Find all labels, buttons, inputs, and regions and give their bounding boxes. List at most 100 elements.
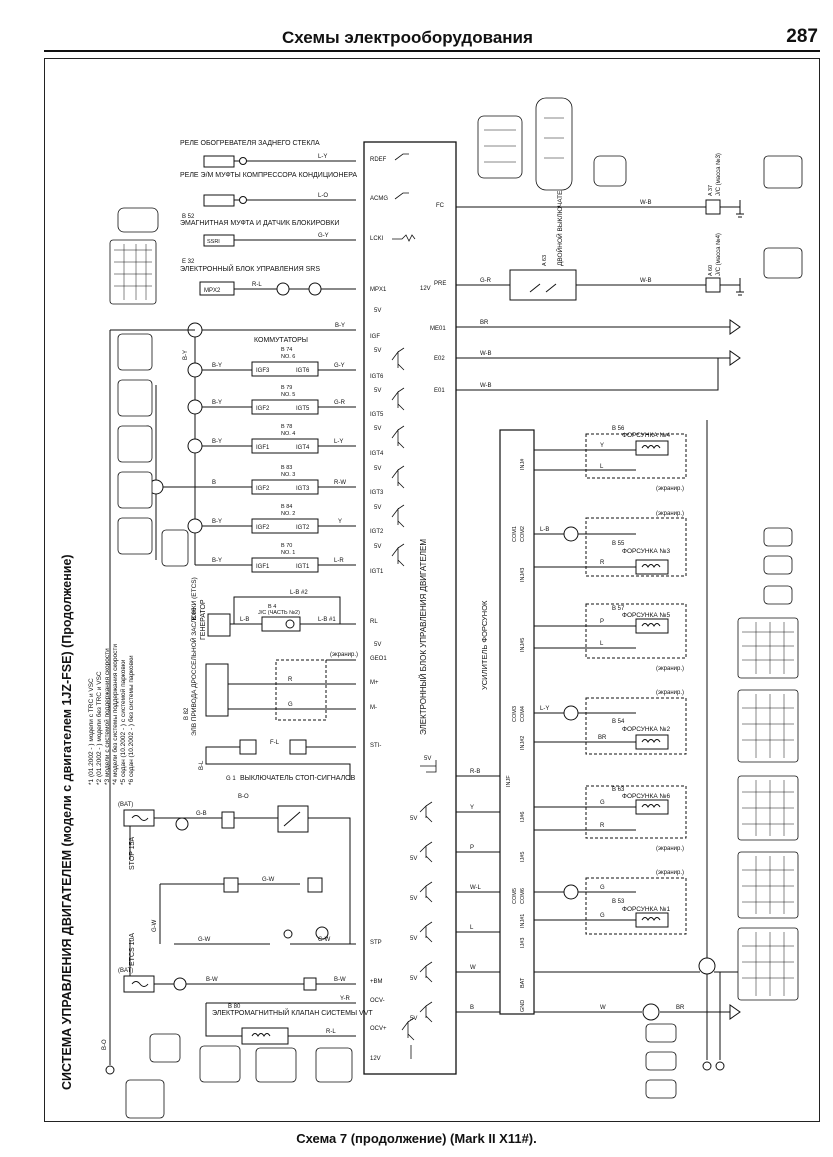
pin-label: IGT6: [370, 374, 384, 380]
pin-label: INJ#3: [520, 568, 526, 582]
shield-label: (экранир.): [656, 666, 684, 672]
wire-label: B-Y: [183, 350, 189, 360]
ref-a60: A 60: [708, 265, 714, 276]
pin-label: IJ#3: [520, 938, 526, 948]
wire-label: G-W: [152, 919, 158, 932]
wire-label: Y-R: [340, 996, 350, 1002]
wire-label: W-B: [480, 383, 492, 389]
pin-label: INJ#1: [520, 914, 526, 928]
pin-label: IJ#5: [520, 852, 526, 862]
injector-4: B 56 ФОРСУНКА №4 Y L (экранир.): [534, 426, 687, 492]
injector-name: ФОРСУНКА №6: [622, 793, 670, 800]
injector-ref: B 57: [612, 606, 625, 612]
voltage-label: 5V: [424, 756, 431, 762]
wire-label: R-W: [334, 480, 346, 486]
voltage-label: 5V: [410, 856, 417, 862]
igniter-ref: B 70: [281, 543, 292, 549]
pin-label: SSRI: [207, 239, 220, 245]
jc-mass3: J/C (масса №3): [715, 153, 722, 196]
wire-label: L-B #1: [318, 617, 336, 623]
sw-ref: A 63: [542, 255, 548, 266]
wire-label: G-R: [334, 400, 346, 406]
pin-label: IGT4: [370, 451, 384, 457]
lockup-clutch: SSRI B 52 ЭМАГНИТНАЯ МУФТА И ДАТЧИК БЛОК…: [180, 214, 356, 247]
wire-label: W-L: [470, 885, 482, 891]
igniter-ref: B 83: [281, 465, 292, 471]
wire-label: W-B: [480, 351, 492, 357]
pin-label: IGF: [370, 334, 380, 340]
wire-label: R-L: [326, 1029, 336, 1035]
wire-label: Y: [470, 805, 474, 811]
pin-label: BAT: [520, 977, 526, 988]
ecu-block: [363, 141, 457, 1075]
igniter-ref: B 84: [281, 504, 292, 510]
injector-ref: B 53: [612, 899, 625, 905]
page-title: Схемы электрооборудования: [282, 28, 533, 47]
injector-ref: B 55: [612, 541, 625, 547]
wire-label: BR: [676, 1005, 685, 1011]
wire-label: L-O: [318, 193, 328, 199]
fuse-bat: (BAT): [118, 802, 133, 808]
wire-label: Y: [338, 519, 342, 525]
pin-label: IGF2: [256, 406, 270, 412]
pin-label: IJ#6: [520, 812, 526, 822]
igniter-no: NO. 4: [281, 431, 295, 437]
voltage-label: 5V: [410, 1016, 417, 1022]
pin-label: IGT5: [296, 406, 310, 412]
wire-label: R-L: [252, 282, 262, 288]
voltage-label: 5V: [374, 308, 381, 314]
igniter-4: B 78 NO. 4 IGF1 IGT4 L-Y B-Y: [202, 424, 356, 454]
jc-ref: B 4: [268, 604, 276, 610]
injector-2: B 54 ФОРСУНКА №2 L-Y BR (экранир.): [534, 690, 687, 755]
wire-label: G-R: [480, 278, 492, 284]
wire-label: B-Y: [212, 400, 222, 406]
ecu-label: ЭЛЕКТРОННЫЙ БЛОК УПРАВЛЕНИЯ ДВИГАТЕЛЕМ: [419, 539, 428, 735]
pin-label: IGT5: [370, 412, 384, 418]
voltage-label: 5V: [410, 896, 417, 902]
voltage-label: 5V: [374, 388, 381, 394]
pin-label: IGF1: [256, 445, 270, 451]
voltage-label: 5V: [374, 466, 381, 472]
injector-6: B 63 ФОРСУНКА №6 G R (экранир.): [534, 785, 687, 852]
pin-label: IGF3: [256, 368, 270, 374]
shield-label: (экранир.): [656, 846, 684, 852]
shield-label: (экранир.): [656, 690, 684, 696]
vvt-section: Y-R R-L B 80 ЭЛЕКТРОМАГНИТНЫЙ КЛАПАН СИС…: [205, 996, 373, 1045]
igniter-6: B 74 NO. 6 IGF3 IGT6 G-Y B-Y: [202, 347, 356, 377]
wire-label: B-O: [102, 1039, 108, 1050]
wire-label: B: [470, 1005, 474, 1011]
pin-label: IGT3: [370, 490, 384, 496]
jc-mass4: J/C (масса №4): [715, 233, 722, 276]
pin-label: M-: [370, 705, 377, 711]
sw-label: ДВОЙНОЙ ВЫКЛЮЧАТЕЛЬ ПО ДАВЛЕНИЮ: [555, 131, 564, 266]
pin-label: STI-: [370, 743, 381, 749]
pin-label: ME01: [430, 326, 446, 332]
voltage-label: 5V: [374, 544, 381, 550]
pin-label: MPX2: [204, 288, 221, 294]
vvt-ref: B 80: [228, 1004, 241, 1010]
wire-label: L-Y: [318, 154, 327, 160]
wire-label: G-Y: [334, 363, 345, 369]
relay-ac-clutch: РЕЛЕ Э/М МУФТЫ КОМПРЕССОРА КОНДИЦИОНЕРА …: [180, 172, 357, 207]
wire-label: R-B: [470, 769, 480, 775]
igniter-no: NO. 2: [281, 511, 295, 517]
block-title: РЕЛЕ Э/М МУФТЫ КОМПРЕССОРА КОНДИЦИОНЕРА: [180, 172, 357, 179]
wire-label: B-Y: [212, 439, 222, 445]
ecu-5v-labels: 5V 5V 5V 5V 5V 5V 5V 5V 12V: [370, 308, 381, 1062]
pin-label: OCV+: [370, 1026, 387, 1032]
jc-label: J/C (ЧАСТЬ №2): [258, 610, 300, 616]
pin-label: GND: [520, 1000, 526, 1012]
wire-label: B-Y: [212, 363, 222, 369]
pin-label: COM3: [512, 706, 518, 722]
fuse-bat: (BAT): [118, 968, 133, 974]
wire-label: L-Y: [334, 439, 343, 445]
wire-label: B-Y: [212, 558, 222, 564]
pin-label: IGT4: [296, 445, 310, 451]
igniter-ref: B 79: [281, 385, 292, 391]
wire-label: W-B: [640, 278, 652, 284]
injector-name: ФОРСУНКА №5: [622, 612, 670, 619]
voltage-label: 5V: [374, 642, 381, 648]
igniter-no: NO. 5: [281, 392, 295, 398]
wire-label: G: [600, 800, 605, 806]
